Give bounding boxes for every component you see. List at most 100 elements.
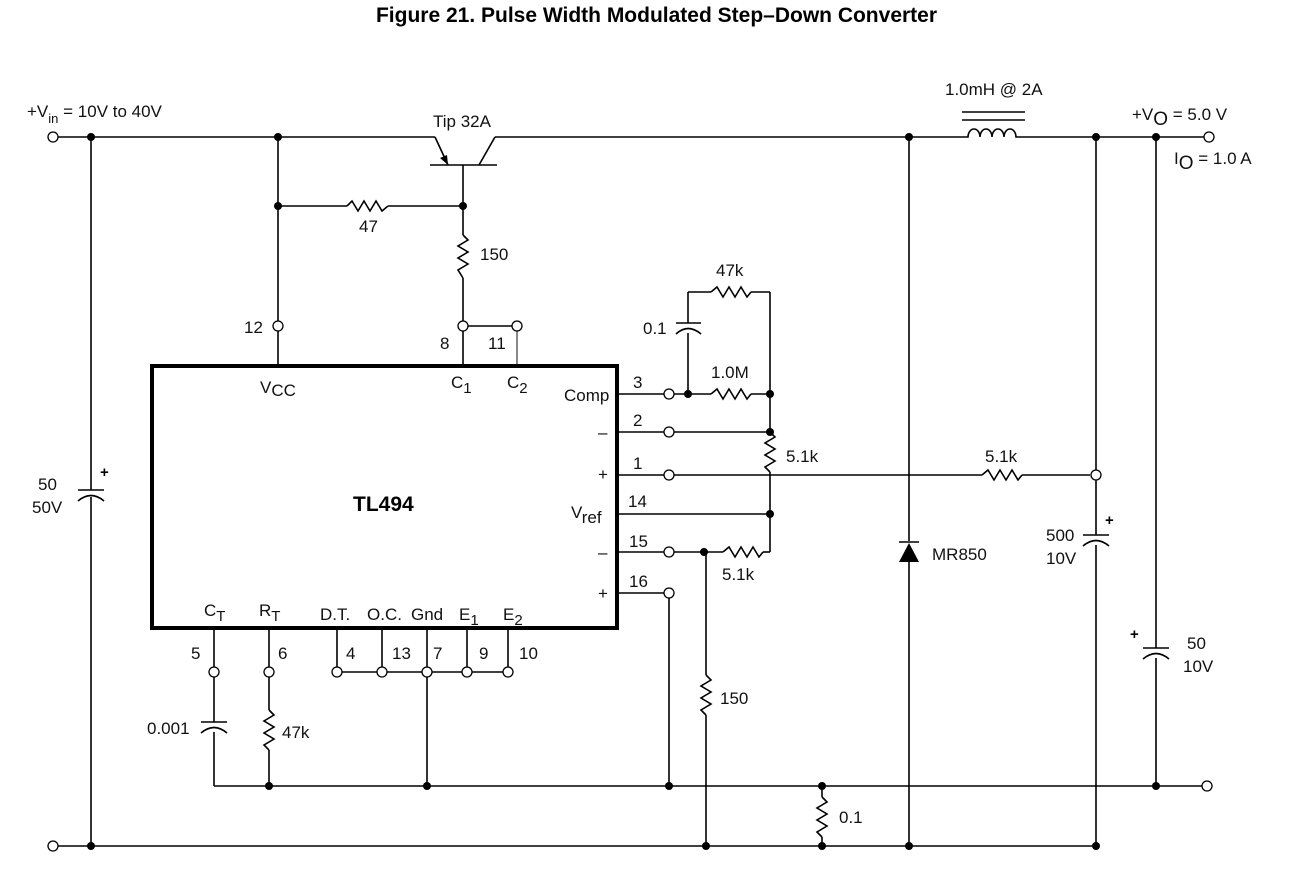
pin-label-comp: Comp: [564, 386, 609, 405]
pin-label-noninv2: +: [598, 584, 608, 603]
pin-number-15: 15: [629, 532, 648, 551]
pin-label-inv1: –: [598, 423, 608, 442]
diode-mr850-icon: [899, 541, 919, 562]
capacitors: [77, 322, 1170, 734]
terminals: [47, 131, 1215, 852]
pin-label-gnd: Gnd: [411, 605, 443, 624]
pin-number-9: 9: [479, 644, 488, 663]
c-in-voltage: 50V: [32, 498, 63, 517]
c-comp-label: 0.1: [643, 319, 667, 338]
emitter-arrow-icon: [440, 155, 448, 165]
pin4-terminal: [331, 666, 343, 678]
pin16-terminal: [663, 587, 675, 599]
io-label: IO = 1.0 A: [1174, 149, 1252, 174]
resistor-5k1-fb-icon: [981, 468, 1023, 482]
c-out-voltage: 10V: [1046, 549, 1077, 568]
input-gnd-terminal[interactable]: [47, 840, 59, 852]
resistor-47k-timing-icon: [262, 709, 276, 751]
pin1-terminal: [663, 469, 675, 481]
pin-number-5: 5: [191, 644, 200, 663]
pin-number-11: 11: [488, 334, 506, 353]
c-out2-voltage: 10V: [1183, 657, 1214, 676]
output-gnd-terminal[interactable]: [1201, 780, 1213, 792]
c-out2-value: 50: [1187, 634, 1206, 653]
r5k1-fb-label: 5.1k: [985, 447, 1018, 466]
pin-number-6: 6: [278, 644, 287, 663]
pin-number-14: 14: [628, 492, 647, 511]
pin10-terminal: [502, 666, 514, 678]
pin-label-c1: C1: [451, 373, 472, 397]
feedback-terminal: [1090, 469, 1102, 481]
resistor-150-top-icon: [456, 234, 470, 279]
figure-title: Figure 21. Pulse Width Modulated Step–Do…: [375, 4, 938, 27]
r47k-fb-label: 47k: [716, 261, 744, 280]
pin3-terminal: [663, 388, 675, 400]
resistors: [262, 199, 1023, 838]
pin9-terminal: [461, 666, 473, 678]
tl494-chip: [150, 364, 619, 630]
c-in-value: 50: [38, 475, 57, 494]
resistor-5k1-vert-icon: [763, 431, 777, 473]
r-sense-label: 0.1: [839, 808, 863, 827]
pin12-terminal: [272, 320, 284, 332]
pin-number-7: 7: [433, 644, 442, 663]
pin8-terminal: [457, 320, 469, 332]
vout-terminal[interactable]: [1203, 131, 1215, 143]
pin-number-16: 16: [629, 572, 648, 591]
pin-label-vcc: VCC: [260, 378, 296, 400]
capacitor-comp-icon: [675, 322, 702, 335]
r150-top-label: 150: [480, 245, 508, 264]
diode-label: MR850: [932, 545, 987, 564]
resistor-1M-icon: [710, 387, 752, 401]
pin-number-4: 4: [346, 644, 355, 663]
transistor-tip32a: [430, 136, 497, 166]
c-out-value: 500: [1046, 526, 1074, 545]
r47-label: 47: [359, 217, 378, 236]
capacitor-input-icon: [77, 489, 105, 502]
pin-label-vref: Vref: [571, 503, 602, 527]
pin11-terminal: [511, 320, 523, 332]
wires: [57, 136, 1205, 847]
resistor-sense-icon: [815, 796, 829, 838]
pin-label-dt: D.T.: [320, 605, 350, 624]
vin-terminal[interactable]: [47, 131, 59, 143]
pin-number-13: 13: [392, 644, 411, 663]
r-timing-label: 47k: [282, 723, 310, 742]
pin-number-2: 2: [633, 411, 642, 430]
pin-number-8: 8: [440, 334, 449, 353]
r1M-label: 1.0M: [711, 363, 749, 382]
pin-label-ct: CT: [204, 601, 225, 625]
pin-label-e1: E1: [459, 605, 479, 629]
pin-number-12: 12: [244, 318, 263, 337]
pin-label-rt: RT: [259, 601, 280, 625]
pin15-terminal: [663, 546, 675, 558]
pin-label-c2: C2: [507, 373, 528, 397]
ic-name: TL494: [353, 493, 414, 516]
capacitor-timing-icon: [200, 721, 228, 734]
c-out-plus: +: [1105, 512, 1114, 529]
c-out2-plus: +: [1130, 626, 1139, 643]
pin-number-1: 1: [633, 454, 642, 473]
c-timing-label: 0.001: [147, 719, 190, 738]
inductor-icon: [962, 111, 1025, 138]
vout-label: +VO = 5.0 V: [1132, 105, 1228, 130]
pin-number-3: 3: [633, 373, 642, 392]
pin6-terminal: [263, 666, 275, 678]
resistor-5k1-bottom-icon: [722, 545, 764, 559]
resistor-47-icon: [346, 199, 389, 213]
pin-number-10: 10: [519, 644, 538, 663]
vin-label: +Vin = 10V to 40V: [27, 102, 163, 126]
transistor-label: Tip 32A: [433, 112, 492, 131]
capacitor-output2-icon: [1142, 647, 1170, 660]
capacitor-output-icon: [1082, 534, 1110, 547]
pin13-terminal: [376, 666, 388, 678]
r5k1-vert-label: 5.1k: [786, 447, 819, 466]
r150-bottom-label: 150: [720, 689, 748, 708]
pin-label-e2: E2: [503, 605, 523, 629]
junctions: [87, 133, 1160, 850]
c-in-plus: +: [100, 464, 109, 481]
inductor-label: 1.0mH @ 2A: [945, 80, 1043, 99]
pin2-terminal: [663, 426, 675, 438]
pin-label-noninv1: +: [598, 465, 608, 484]
